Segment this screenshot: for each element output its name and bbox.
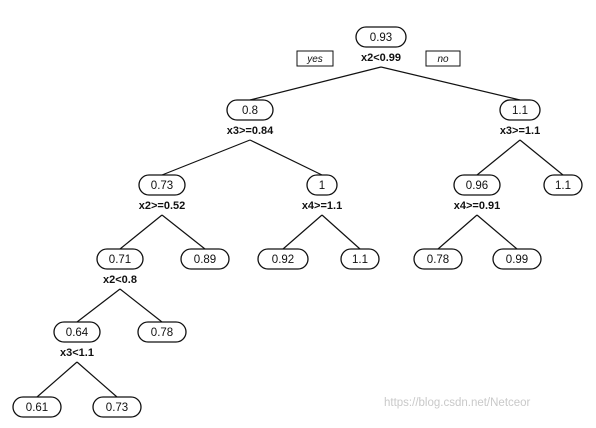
node-box <box>53 321 101 343</box>
decision-node-root: 0.93 <box>355 26 407 48</box>
leaf-node-n-yny: 0.92 <box>257 248 309 270</box>
node-box <box>492 248 542 270</box>
edge-n-ny-to-n-nyn <box>476 214 518 250</box>
leaf-node-n-yyyyy: 0.61 <box>12 396 62 418</box>
edge-n-yn-to-n-yny <box>282 214 323 250</box>
decision-node-n-yyyy: 0.64 <box>53 321 101 343</box>
edge-n-yyyy-to-n-yyyyn <box>76 361 118 398</box>
split-rule-text: x4>=1.1 <box>302 200 342 212</box>
branch-labels: yes no <box>296 50 461 67</box>
node-value: 0.8 <box>242 105 258 117</box>
node-value: 0.89 <box>194 254 216 266</box>
node-value: 0.93 <box>370 32 392 44</box>
rule-n-yyy: x2<0.8 <box>103 274 137 286</box>
edge-n-yyy-to-n-yyyn <box>119 288 163 323</box>
split-rule-text: x2<0.8 <box>103 274 137 286</box>
leaf-node-n-yyyyn: 0.73 <box>92 396 142 418</box>
node-value: 1.1 <box>555 180 571 192</box>
node-box <box>355 26 407 48</box>
branch-label-text: yes <box>306 54 323 65</box>
node-value: 0.64 <box>66 327 89 339</box>
decision-node-n-yes: 0.8 <box>226 99 274 121</box>
node-box <box>413 248 463 270</box>
node-value: 0.73 <box>106 402 128 414</box>
rule-n-yy: x2>=0.52 <box>139 200 186 212</box>
node-value: 1 <box>319 180 325 192</box>
edge-root-to-n-yes <box>249 66 382 101</box>
node-box <box>226 99 274 121</box>
decision-node-n-yn: 1 <box>306 174 338 196</box>
edge-n-yy-to-n-yyy <box>119 214 163 250</box>
node-box <box>499 99 541 121</box>
leaf-node-n-nn: 1.1 <box>543 174 583 196</box>
node-box <box>340 248 380 270</box>
split-rule-text: x2<0.99 <box>361 52 401 64</box>
rule-n-yes: x3>=0.84 <box>227 125 274 137</box>
edge-n-ny-to-n-nyy <box>437 214 478 250</box>
branch-label-no: no <box>425 50 461 67</box>
node-box <box>306 174 338 196</box>
split-rule-text: x3<1.1 <box>60 347 94 359</box>
decision-node-n-no: 1.1 <box>499 99 541 121</box>
node-box <box>180 248 230 270</box>
edge-n-yyy-to-n-yyyy <box>76 288 121 323</box>
tree-edges <box>36 66 564 398</box>
leaf-node-n-nyn: 0.99 <box>492 248 542 270</box>
rule-n-yyyy: x3<1.1 <box>60 347 94 359</box>
split-rules: x2<0.99 x3>=0.84 x3>=1.1 x2>=0.52 x4>=1.1 x4>… <box>60 52 540 359</box>
branch-label-text: no <box>437 54 449 65</box>
edge-root-to-n-no <box>380 66 521 101</box>
node-box <box>96 248 144 270</box>
edge-n-yes-to-n-yn <box>249 139 323 176</box>
decision-node-n-ny: 0.96 <box>453 174 501 196</box>
node-value: 0.78 <box>427 254 449 266</box>
decision-node-n-yyy: 0.71 <box>96 248 144 270</box>
node-value: 1.1 <box>352 254 368 266</box>
tree-nodes: 0.93 0.8 1.1 0.73 1 0.96 1.1 0.71 0.89 0.92 1.1 0.7… <box>12 26 583 418</box>
leaf-node-n-yyn: 0.89 <box>180 248 230 270</box>
leaf-node-n-ynn: 1.1 <box>340 248 380 270</box>
edge-n-no-to-n-nn <box>519 139 564 176</box>
branch-label-yes: yes <box>296 50 334 67</box>
node-box <box>137 321 187 343</box>
node-box <box>92 396 142 418</box>
node-value: 0.73 <box>151 180 173 192</box>
node-value: 1.1 <box>512 105 528 117</box>
split-rule-text: x3>=0.84 <box>227 125 274 137</box>
node-box <box>138 174 186 196</box>
branch-label-box <box>425 50 461 67</box>
node-box <box>453 174 501 196</box>
watermark-text: https://blog.csdn.net/Netceor <box>384 397 531 409</box>
edge-n-no-to-n-ny <box>476 139 521 176</box>
branch-label-box <box>296 50 334 67</box>
rule-n-no: x3>=1.1 <box>500 125 540 137</box>
rule-n-ny: x4>=0.91 <box>454 200 501 212</box>
split-rule-text: x2>=0.52 <box>139 200 186 212</box>
edge-n-yes-to-n-yy <box>161 139 251 176</box>
decision-node-n-yy: 0.73 <box>138 174 186 196</box>
node-box <box>12 396 62 418</box>
edge-n-yn-to-n-ynn <box>321 214 361 250</box>
edge-n-yyyy-to-n-yyyyy <box>36 361 78 398</box>
leaf-node-n-nyy: 0.78 <box>413 248 463 270</box>
rule-n-yn: x4>=1.1 <box>302 200 342 212</box>
node-box <box>257 248 309 270</box>
node-value: 0.99 <box>506 254 528 266</box>
node-value: 0.96 <box>466 180 488 192</box>
node-box <box>543 174 583 196</box>
node-value: 0.92 <box>272 254 294 266</box>
node-value: 0.71 <box>109 254 131 266</box>
edge-n-yy-to-n-yyn <box>161 214 206 250</box>
node-value: 0.78 <box>151 327 173 339</box>
node-value: 0.61 <box>26 402 48 414</box>
leaf-node-n-yyyn: 0.78 <box>137 321 187 343</box>
split-rule-text: x4>=0.91 <box>454 200 501 212</box>
split-rule-text: x3>=1.1 <box>500 125 540 137</box>
rule-root: x2<0.99 <box>361 52 401 64</box>
